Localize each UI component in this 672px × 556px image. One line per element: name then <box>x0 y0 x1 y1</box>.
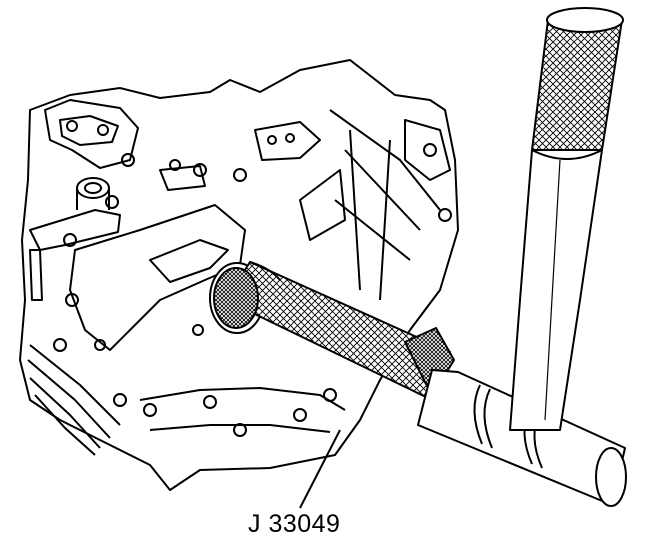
engine-block <box>19 59 459 491</box>
hammer <box>509 7 624 431</box>
label-leader-line <box>299 429 341 509</box>
tool-number-label: J 33049 <box>248 510 341 538</box>
seal-installer-tool <box>209 261 627 507</box>
